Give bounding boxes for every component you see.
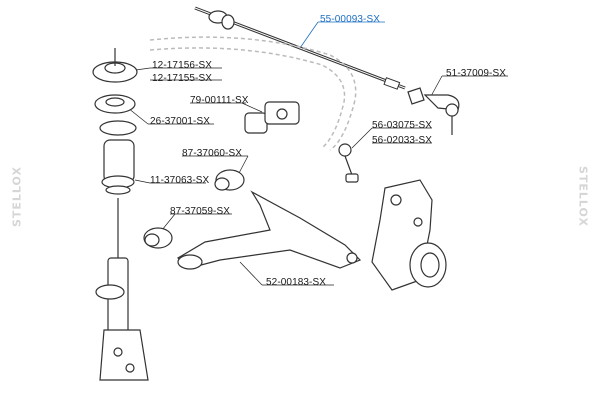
callout-stab-bushing[interactable]: 79-00111-SX [190,95,249,106]
callout-tie-rod[interactable]: 55-00093-SX [320,14,381,25]
strut-shape [95,198,149,381]
callout-link-a[interactable]: 56-03075-SX [372,120,433,131]
tie-rod-end-shape [407,87,460,135]
knuckle-shape [371,179,447,291]
stab-bushing-shape [244,101,300,134]
callout-link-b[interactable]: 56-02033-SX [372,135,433,146]
control-arm-shape [176,190,362,270]
bushings-shape [143,169,245,249]
callout-bushing-lower[interactable]: 87-37059-SX [170,206,231,217]
strut-mount-shape [92,48,138,114]
callout-control-arm[interactable]: 52-00183-SX [266,277,327,288]
stabilizer-bar [149,36,357,151]
callout-mount-a[interactable]: 12-17156-SX [152,60,213,71]
leader-lines [299,21,385,49]
callout-bearing[interactable]: 26-37001-SX [150,116,211,127]
callout-tie-rod-end[interactable]: 51-37009-SX [446,68,507,79]
tie-rod-shape [194,6,406,90]
callout-bump-stop[interactable]: 11-37063-SX [150,175,210,186]
callout-mount-b[interactable]: 12-17155-SX [152,73,213,84]
stab-link-shape [338,143,359,183]
callout-bushing-upper[interactable]: 87-37060-SX [182,148,243,159]
boot-shape [99,120,137,195]
leader-lines-dark [121,67,508,286]
leader-tie-rod [299,21,319,49]
